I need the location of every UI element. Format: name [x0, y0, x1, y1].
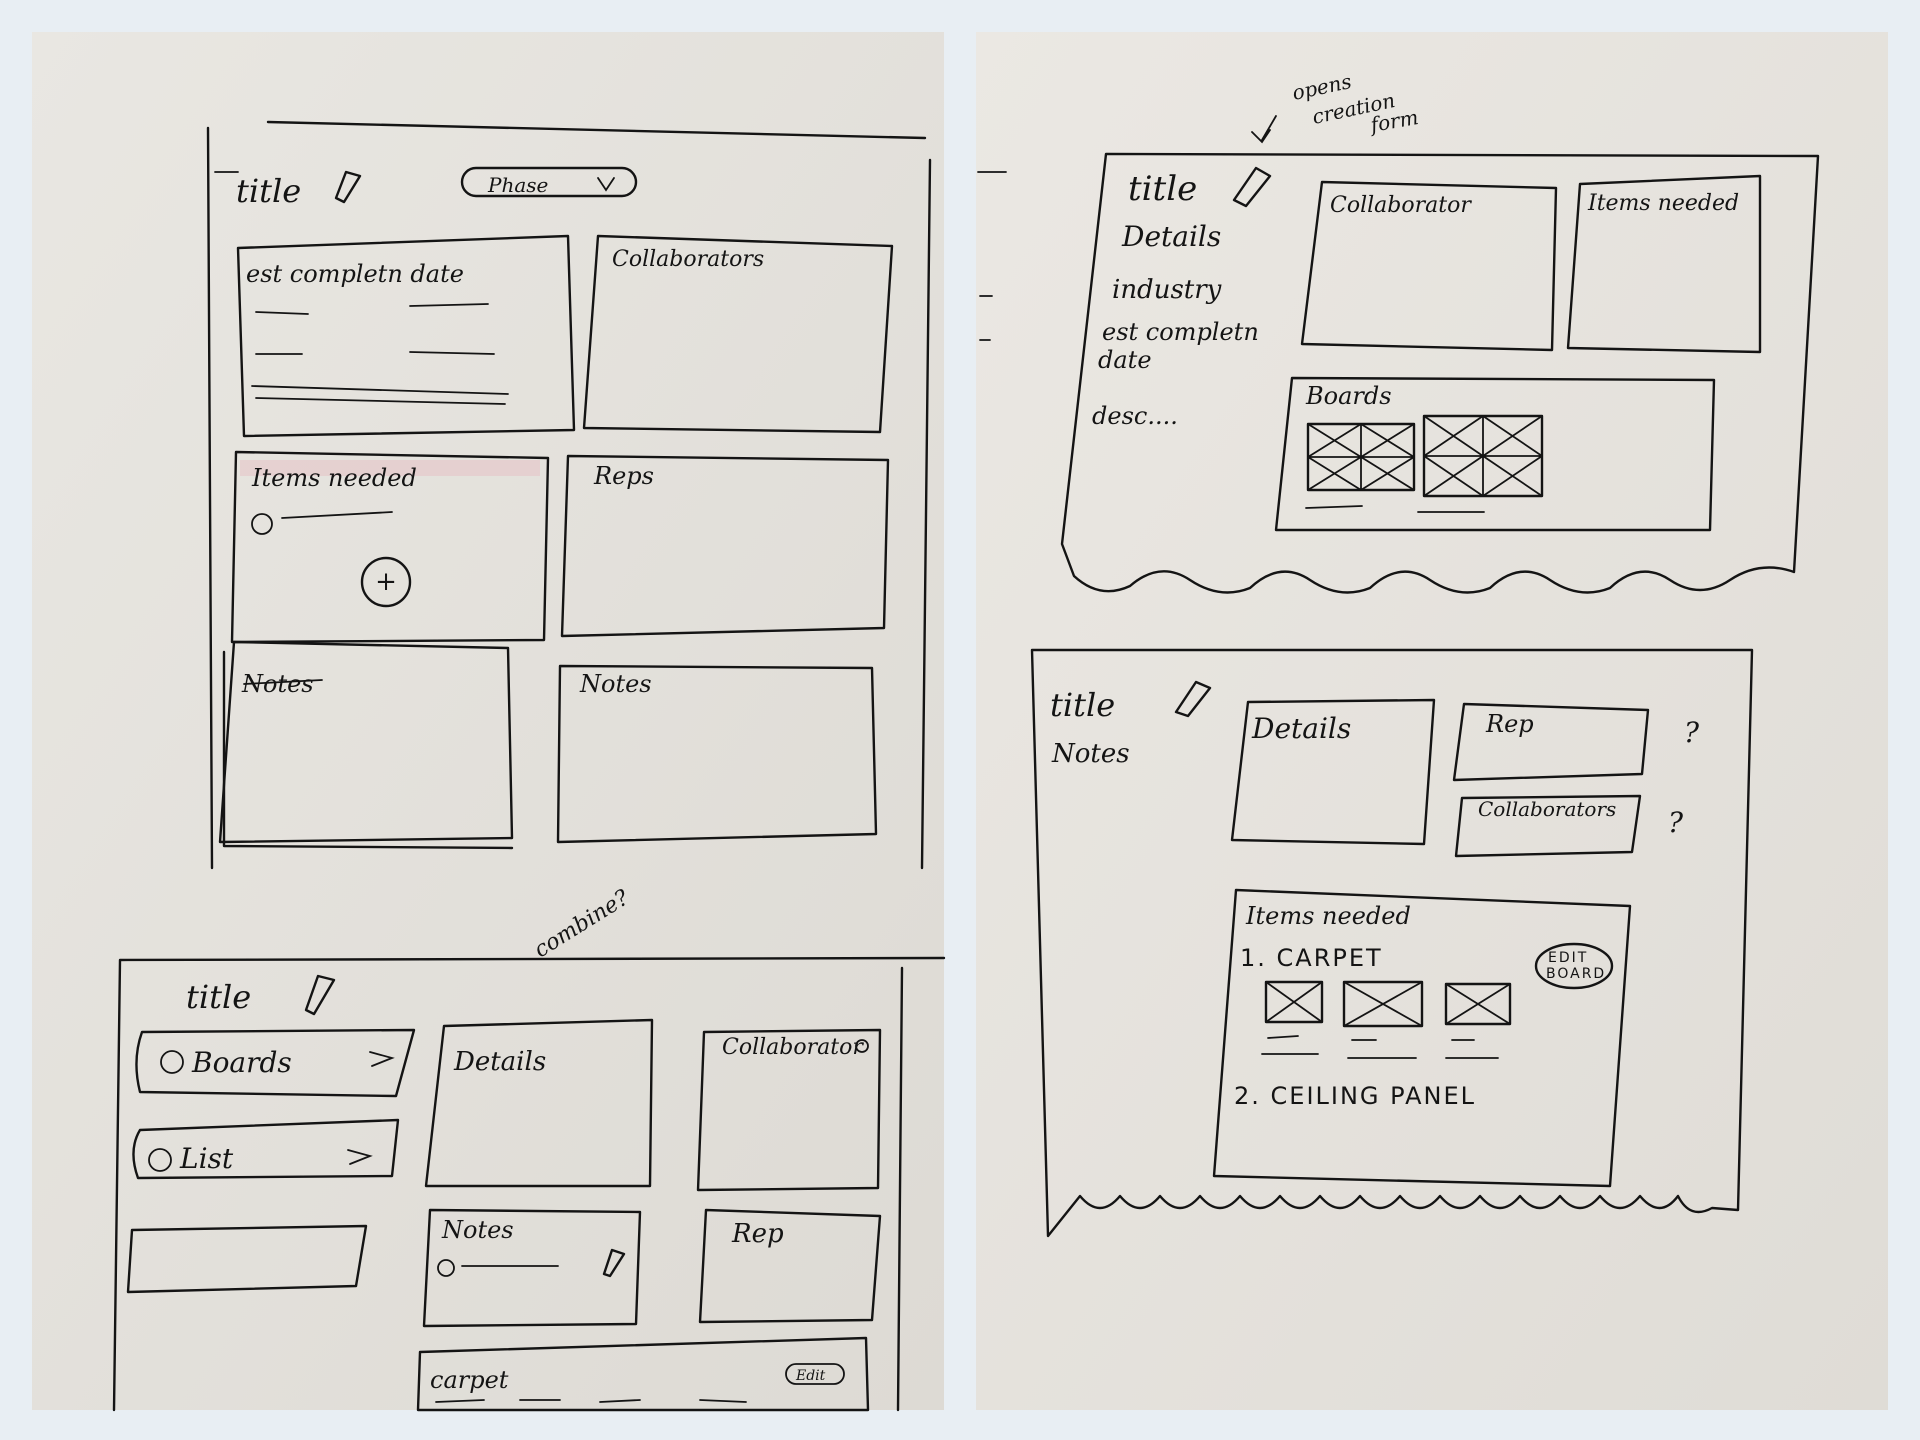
arrow-down-icon	[1251, 115, 1277, 144]
board-thumbnail-image-icon[interactable]	[1422, 414, 1544, 498]
notes-panel-bottom: Notes	[422, 1208, 642, 1328]
details-panel-right-heading: Details	[1251, 712, 1351, 745]
rep-panel-heading: Rep	[731, 1219, 784, 1249]
board-thumbnail-image-icon[interactable]	[1306, 422, 1416, 492]
rep-panel: Rep	[698, 1208, 882, 1324]
carpet-panel-heading: carpet	[430, 1366, 509, 1394]
page-title: title	[236, 172, 301, 210]
sketch-right-top: title Details industry est completn date…	[1060, 152, 1820, 594]
arrow-right-icon	[369, 1051, 395, 1067]
page-title-right-bottom: title	[1050, 686, 1115, 724]
radio-icon	[160, 1050, 184, 1074]
list-button-label: List	[179, 1142, 234, 1175]
phase-dropdown[interactable]: Phase	[460, 166, 638, 198]
edit-pencil-icon	[334, 170, 362, 204]
items-needed-panel-bottom: Items needed 1. CARPET EDIT BOARD	[1212, 888, 1632, 1188]
arrow-right-icon	[347, 1149, 373, 1165]
collaborators-panel-heading: Collaborators	[612, 247, 764, 272]
details-line-date: date	[1098, 346, 1152, 374]
question-mark-1: ?	[1684, 716, 1700, 749]
photo-left: title Phase est completn date Collaborat…	[32, 32, 946, 1412]
paper-left	[32, 32, 944, 1410]
rep-panel-right-heading: Rep	[1485, 710, 1534, 738]
boards-panel: Boards	[1274, 376, 1716, 532]
notes-panel-heading: Notes	[579, 670, 652, 698]
phase-dropdown-label: Phase	[487, 173, 548, 197]
boards-panel-heading: Boards	[1305, 382, 1392, 410]
details-line-desc: desc....	[1092, 402, 1178, 430]
details-line-est: est completn	[1102, 318, 1259, 346]
edit-board-button[interactable]: EDIT BOARD	[1534, 942, 1614, 990]
list-button[interactable]: List	[132, 1118, 400, 1180]
item-thumbnail-image-icon[interactable]	[1342, 980, 1424, 1028]
edit-board-line-1: EDIT	[1548, 950, 1588, 966]
item-avatar-icon	[251, 513, 273, 535]
items-needed-panel-heading: Items needed	[251, 464, 417, 492]
notes-panel-bottom-heading: Notes	[441, 1216, 514, 1244]
est-completion-panel-heading: est completn date	[246, 260, 464, 288]
page-title-bottom: title	[186, 978, 251, 1016]
details-line-industry: industry	[1112, 275, 1222, 305]
details-panel-heading: Details	[453, 1047, 546, 1077]
collaborators-panel: Collaborators	[582, 234, 894, 434]
item-1-label: 1. CARPET	[1240, 944, 1383, 972]
est-completion-panel: est completn date	[236, 234, 576, 438]
items-needed-panel: Items needed +	[230, 450, 550, 644]
details-panel: Details	[424, 1018, 654, 1188]
question-mark-2: ?	[1668, 806, 1684, 839]
collaborator-panel-right: Collaborator	[1300, 180, 1558, 352]
edit-board-line-2: BOARD	[1546, 966, 1606, 982]
boards-button[interactable]: Boards	[135, 1028, 416, 1098]
chevron-down-icon	[597, 177, 615, 192]
item-2-label: 2. CEILING PANEL	[1234, 1082, 1476, 1110]
notes-panel-struck: Notes	[218, 640, 514, 850]
notes-panel: Notes	[556, 664, 878, 844]
details-heading: Details	[1121, 220, 1221, 253]
add-item-button-label: +	[375, 567, 397, 597]
reps-panel-heading: Reps	[593, 462, 654, 490]
notes-label: Notes	[1051, 739, 1130, 769]
details-panel-right: Details	[1230, 698, 1436, 846]
sketch-right-bottom: title Notes Details Rep ? Collaborators …	[1030, 648, 1754, 1238]
radio-icon	[437, 1259, 455, 1277]
reps-panel: Reps	[560, 454, 890, 638]
collaborators-panel-right-heading: Collaborators	[1478, 797, 1616, 821]
collaborator-panel-right-heading: Collaborator	[1330, 193, 1472, 218]
boards-button-label: Boards	[191, 1046, 292, 1079]
edit-pencil-icon	[602, 1248, 626, 1278]
edit-pencil-icon[interactable]	[1232, 166, 1272, 208]
edit-pencil-icon[interactable]	[1174, 680, 1212, 718]
items-needed-panel-bottom-heading: Items needed	[1245, 902, 1411, 930]
rep-panel-right: Rep	[1452, 702, 1650, 782]
add-item-button[interactable]: +	[360, 556, 412, 608]
carpet-panel: carpet Edit	[416, 1336, 870, 1412]
item-thumbnail-image-icon[interactable]	[1444, 982, 1512, 1026]
edit-badge[interactable]: Edit	[785, 1363, 845, 1385]
radio-icon	[148, 1148, 172, 1172]
items-needed-panel-right: Items needed	[1566, 174, 1762, 354]
sketch-left-top: title Phase est completn date Collaborat…	[206, 120, 932, 870]
items-needed-panel-right-heading: Items needed	[1587, 191, 1739, 216]
sketch-left-bottom: title Boards List	[112, 956, 946, 1412]
edit-badge-label: Edit	[795, 1368, 826, 1384]
blank-input-placeholder[interactable]	[126, 1224, 368, 1294]
collaborator-panel: Collaborator	[696, 1028, 882, 1192]
collaborator-panel-heading: Collaborator	[722, 1035, 864, 1060]
edit-pencil-icon	[304, 974, 336, 1016]
item-thumbnail-image-icon[interactable]	[1264, 980, 1324, 1024]
page-title-right: title	[1128, 169, 1197, 209]
collaborators-panel-right: Collaborators	[1454, 794, 1642, 858]
photo-right: opens creation form title Details indust…	[976, 32, 1888, 1410]
search-icon	[855, 1039, 869, 1053]
